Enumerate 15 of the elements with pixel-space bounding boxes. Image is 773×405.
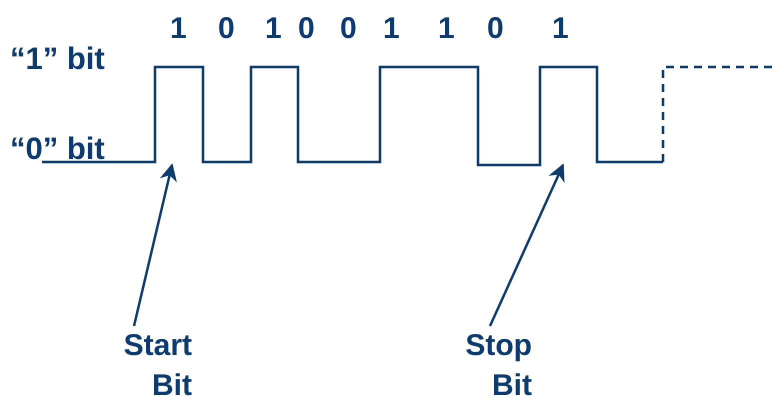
bit-value: 1	[265, 14, 282, 44]
level-label: “0” bit	[10, 133, 105, 164]
leader-line	[488, 163, 564, 327]
bit-value: 1	[438, 14, 455, 44]
callout-label: Start Bit	[100, 326, 192, 405]
leader-line	[132, 163, 177, 326]
level-label: “1” bit	[10, 43, 105, 74]
bit-value: 1	[170, 14, 187, 44]
bit-value: 0	[340, 14, 357, 44]
bit-value: 0	[487, 14, 504, 44]
callout-label: Stop Bit	[440, 326, 532, 405]
bit-value: 1	[552, 14, 569, 44]
bit-value: 0	[298, 14, 315, 44]
bit-value: 1	[383, 14, 400, 44]
bit-value: 0	[218, 14, 235, 44]
